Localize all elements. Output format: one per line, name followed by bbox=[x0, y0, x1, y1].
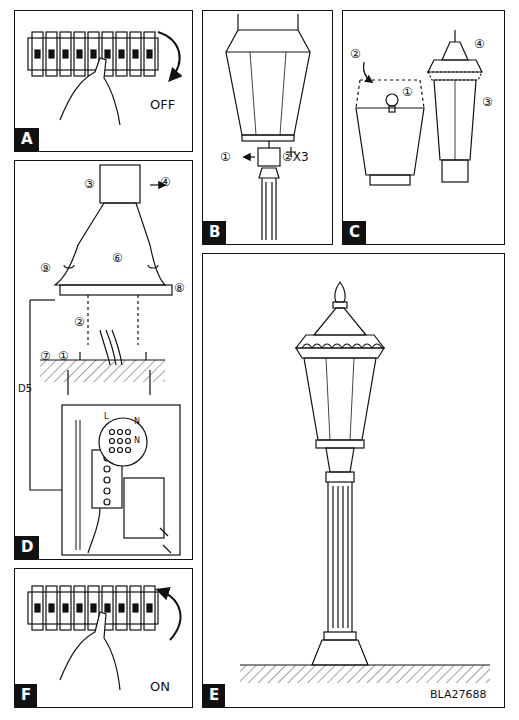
callout-number: ④ bbox=[160, 176, 171, 188]
callout-number: ① bbox=[220, 151, 231, 163]
callout-number: ③ bbox=[482, 96, 493, 108]
callout-number: L bbox=[104, 413, 108, 421]
model-number: BLA27688 bbox=[430, 689, 486, 700]
callout-number: ⑨ bbox=[40, 262, 51, 274]
step-letter: C bbox=[343, 221, 366, 244]
callout-number: N bbox=[134, 437, 140, 445]
step-panel: B bbox=[202, 10, 333, 245]
lantern-mount bbox=[226, 14, 310, 240]
callout-number: ⑦ bbox=[40, 350, 51, 362]
callout-number: ⑧ bbox=[174, 282, 185, 294]
step-letter: D bbox=[15, 536, 39, 559]
step-letter: B bbox=[203, 221, 226, 244]
callout-number: ② bbox=[74, 316, 85, 328]
lantern-assembly bbox=[356, 30, 482, 185]
switch-label: OFF bbox=[150, 98, 175, 111]
callout-number: ③ bbox=[84, 178, 95, 190]
callout-number: ② bbox=[350, 48, 361, 60]
callout-number: ① bbox=[58, 350, 69, 362]
callout-number: ⑥ bbox=[112, 252, 123, 264]
switch-label: ON bbox=[150, 680, 170, 693]
step-letter: A bbox=[15, 128, 39, 151]
step-panel: A bbox=[14, 10, 193, 152]
callout-number: ④ bbox=[474, 38, 485, 50]
step-panel: E bbox=[202, 253, 505, 708]
step-letter: E bbox=[203, 684, 225, 707]
callout-number: ① bbox=[402, 86, 413, 98]
post-lamp bbox=[240, 282, 490, 683]
post-installation bbox=[30, 165, 180, 555]
breaker-panel bbox=[28, 586, 180, 690]
callout-number: ②X3 bbox=[282, 151, 309, 163]
callout-number: N bbox=[134, 418, 140, 426]
callout-number: D5 bbox=[18, 384, 32, 394]
breaker-panel bbox=[28, 32, 180, 125]
step-letter: F bbox=[15, 684, 37, 707]
